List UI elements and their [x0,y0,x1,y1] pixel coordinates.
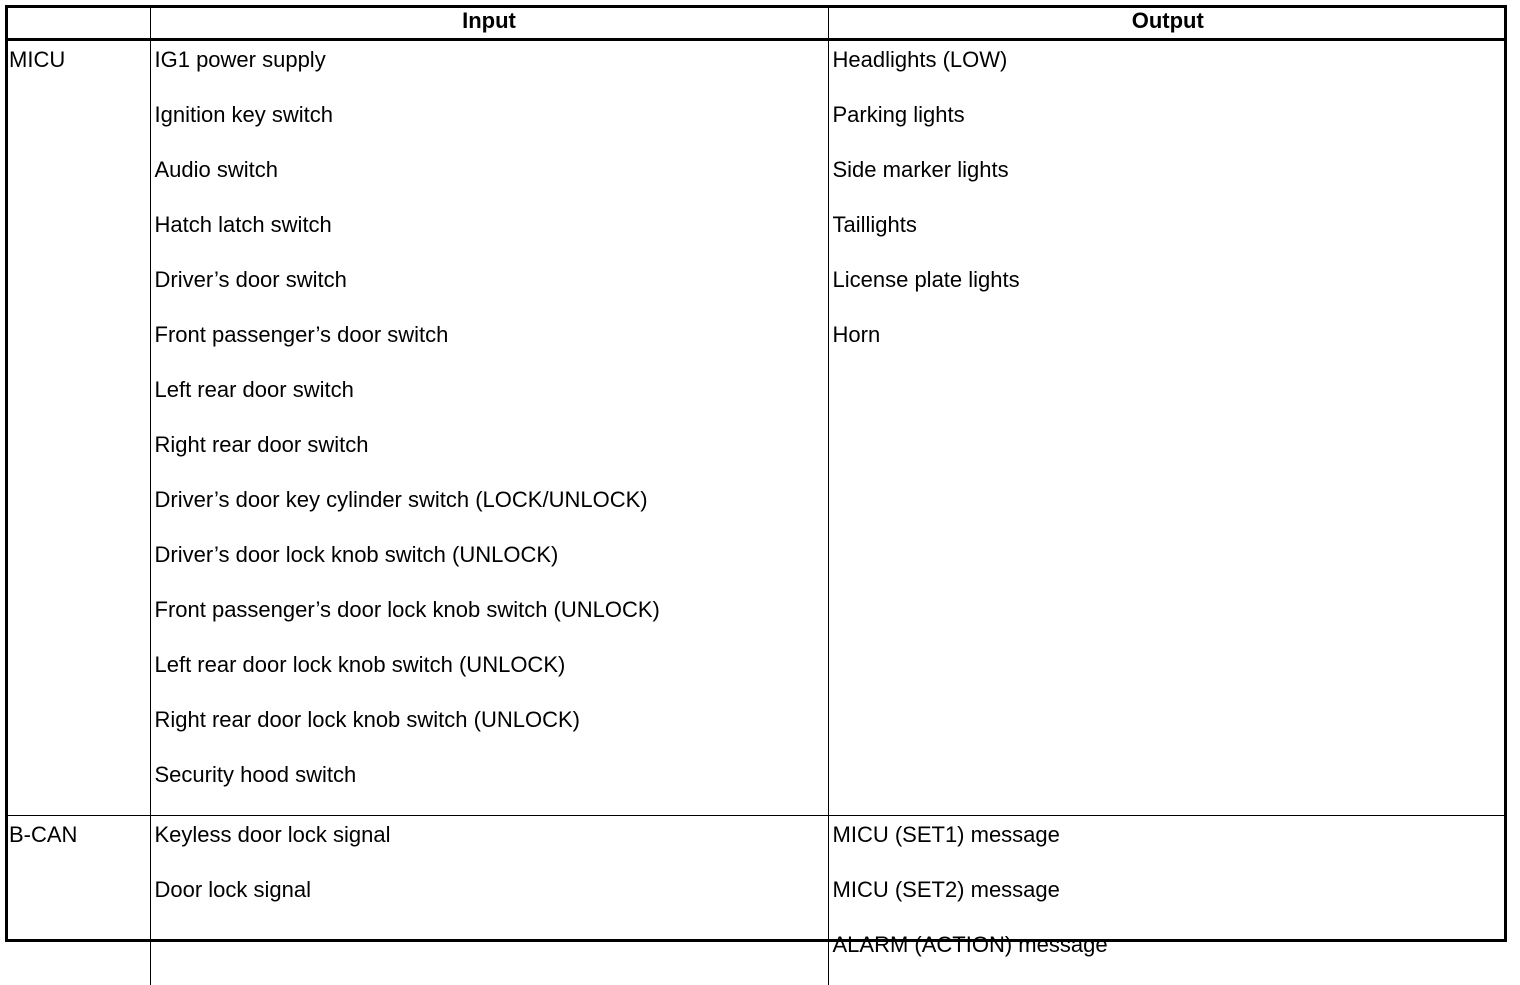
group-label-cell: MICU [5,39,150,816]
input-item: Hatch latch switch [154,211,332,237]
group-label: MICU [9,46,66,72]
input-item: Door lock signal [154,876,312,902]
output-list: Headlights (LOW) Parking lights Side mar… [829,41,1508,375]
output-item: Parking lights [832,101,965,127]
input-item: Ignition key switch [154,101,334,127]
output-item: Horn [832,321,881,347]
output-item: ALARM (ACTION) message [832,931,1108,957]
input-item: Left rear door lock knob switch (UNLOCK) [154,651,566,677]
output-item: Side marker lights [832,156,1009,182]
output-item: Headlights (LOW) [832,46,1008,72]
group-label-cell: B-CAN [5,815,150,985]
input-cell: Keyless door lock signal Door lock signa… [149,815,828,985]
group-row-bcan: B-CAN Keyless door lock signal Door lock… [5,815,1507,985]
header-row: Input Output [5,5,1507,41]
output-item: License plate lights [832,266,1020,292]
header-blank [5,5,150,41]
input-item: Right rear door switch [154,431,369,457]
input-item: Left rear door switch [154,376,354,402]
output-item: Taillights [832,211,917,237]
input-item: Driver’s door key cylinder switch (LOCK/… [154,486,648,512]
output-cell: MICU (SET1) message MICU (SET2) message … [827,815,1508,985]
input-item: Driver’s door switch [154,266,347,292]
header-input: Input [149,5,828,41]
output-cell: Headlights (LOW) Parking lights Side mar… [827,39,1508,816]
input-list: Keyless door lock signal Door lock signa… [151,816,828,930]
output-item: MICU (SET1) message [832,821,1060,847]
output-list: MICU (SET1) message MICU (SET2) message … [829,816,1508,985]
input-output-table: Input Output MICU IG1 power supply Ignit… [5,5,1507,985]
input-item: Keyless door lock signal [154,821,391,847]
input-item: Audio switch [154,156,279,182]
header-output: Output [827,5,1507,41]
input-item: Security hood switch [154,761,357,787]
input-item: Front passenger’s door switch [154,321,449,347]
input-item: Right rear door lock knob switch (UNLOCK… [154,706,580,732]
input-item: Driver’s door lock knob switch (UNLOCK) [154,541,559,567]
input-list: IG1 power supply Ignition key switch Aud… [151,41,828,815]
input-item: Front passenger’s door lock knob switch … [154,596,660,622]
output-item: MICU (SET2) message [832,876,1060,902]
group-row-micu: MICU IG1 power supply Ignition key switc… [5,39,1508,816]
group-label: B-CAN [9,821,78,847]
input-cell: IG1 power supply Ignition key switch Aud… [149,39,828,816]
input-item: IG1 power supply [154,46,326,72]
